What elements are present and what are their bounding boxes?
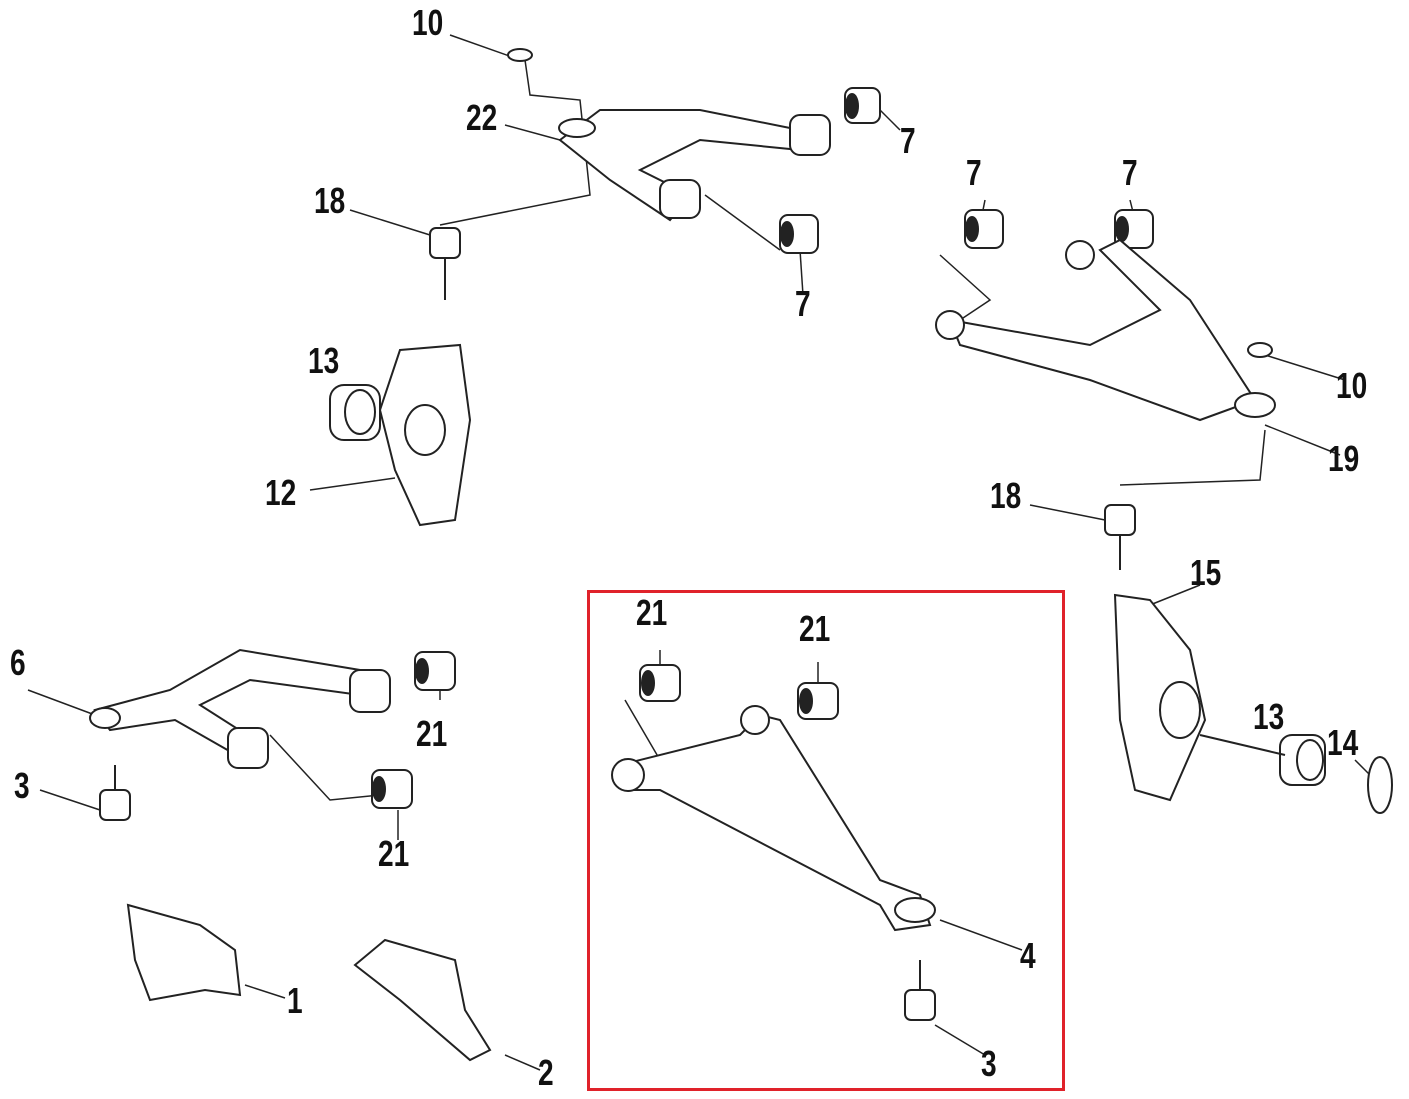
callout-18: 18	[314, 180, 346, 221]
upper-a-arm	[507, 48, 831, 222]
callout-19: 19	[1328, 438, 1360, 479]
callout-7: 7	[966, 152, 982, 193]
callout-18: 18	[990, 475, 1022, 516]
callout-22: 22	[466, 97, 498, 138]
highlighted-lower-arm	[611, 705, 936, 932]
callout-1: 1	[287, 980, 303, 1021]
callout-3: 3	[14, 765, 30, 806]
callout-15: 15	[1190, 552, 1222, 593]
callout-10: 10	[1336, 365, 1368, 406]
right-upper-arm	[935, 238, 1276, 422]
left-lower-arm	[89, 648, 391, 769]
callout-2: 2	[538, 1052, 554, 1093]
callout-13: 13	[1253, 696, 1285, 737]
callout-13: 13	[308, 340, 340, 381]
callout-21: 21	[799, 608, 831, 649]
ball-joints	[99, 227, 1136, 1021]
right-knuckle	[1113, 593, 1393, 814]
left-knuckle	[329, 343, 472, 527]
callout-14: 14	[1327, 722, 1359, 763]
callout-6: 6	[10, 642, 26, 683]
bushings	[371, 87, 1154, 809]
callout-21: 21	[378, 833, 410, 874]
callout-21: 21	[416, 713, 448, 754]
callout-10: 10	[412, 2, 444, 43]
callout-7: 7	[795, 283, 811, 324]
callout-7: 7	[1122, 152, 1138, 193]
callout-4: 4	[1020, 935, 1036, 976]
guards	[126, 903, 492, 1062]
callout-21: 21	[636, 592, 668, 633]
callout-7: 7	[900, 120, 916, 161]
callout-12: 12	[265, 472, 297, 513]
callout-3: 3	[981, 1043, 997, 1084]
leader-lines	[27, 34, 1371, 1071]
highlight-box	[587, 590, 1065, 1091]
